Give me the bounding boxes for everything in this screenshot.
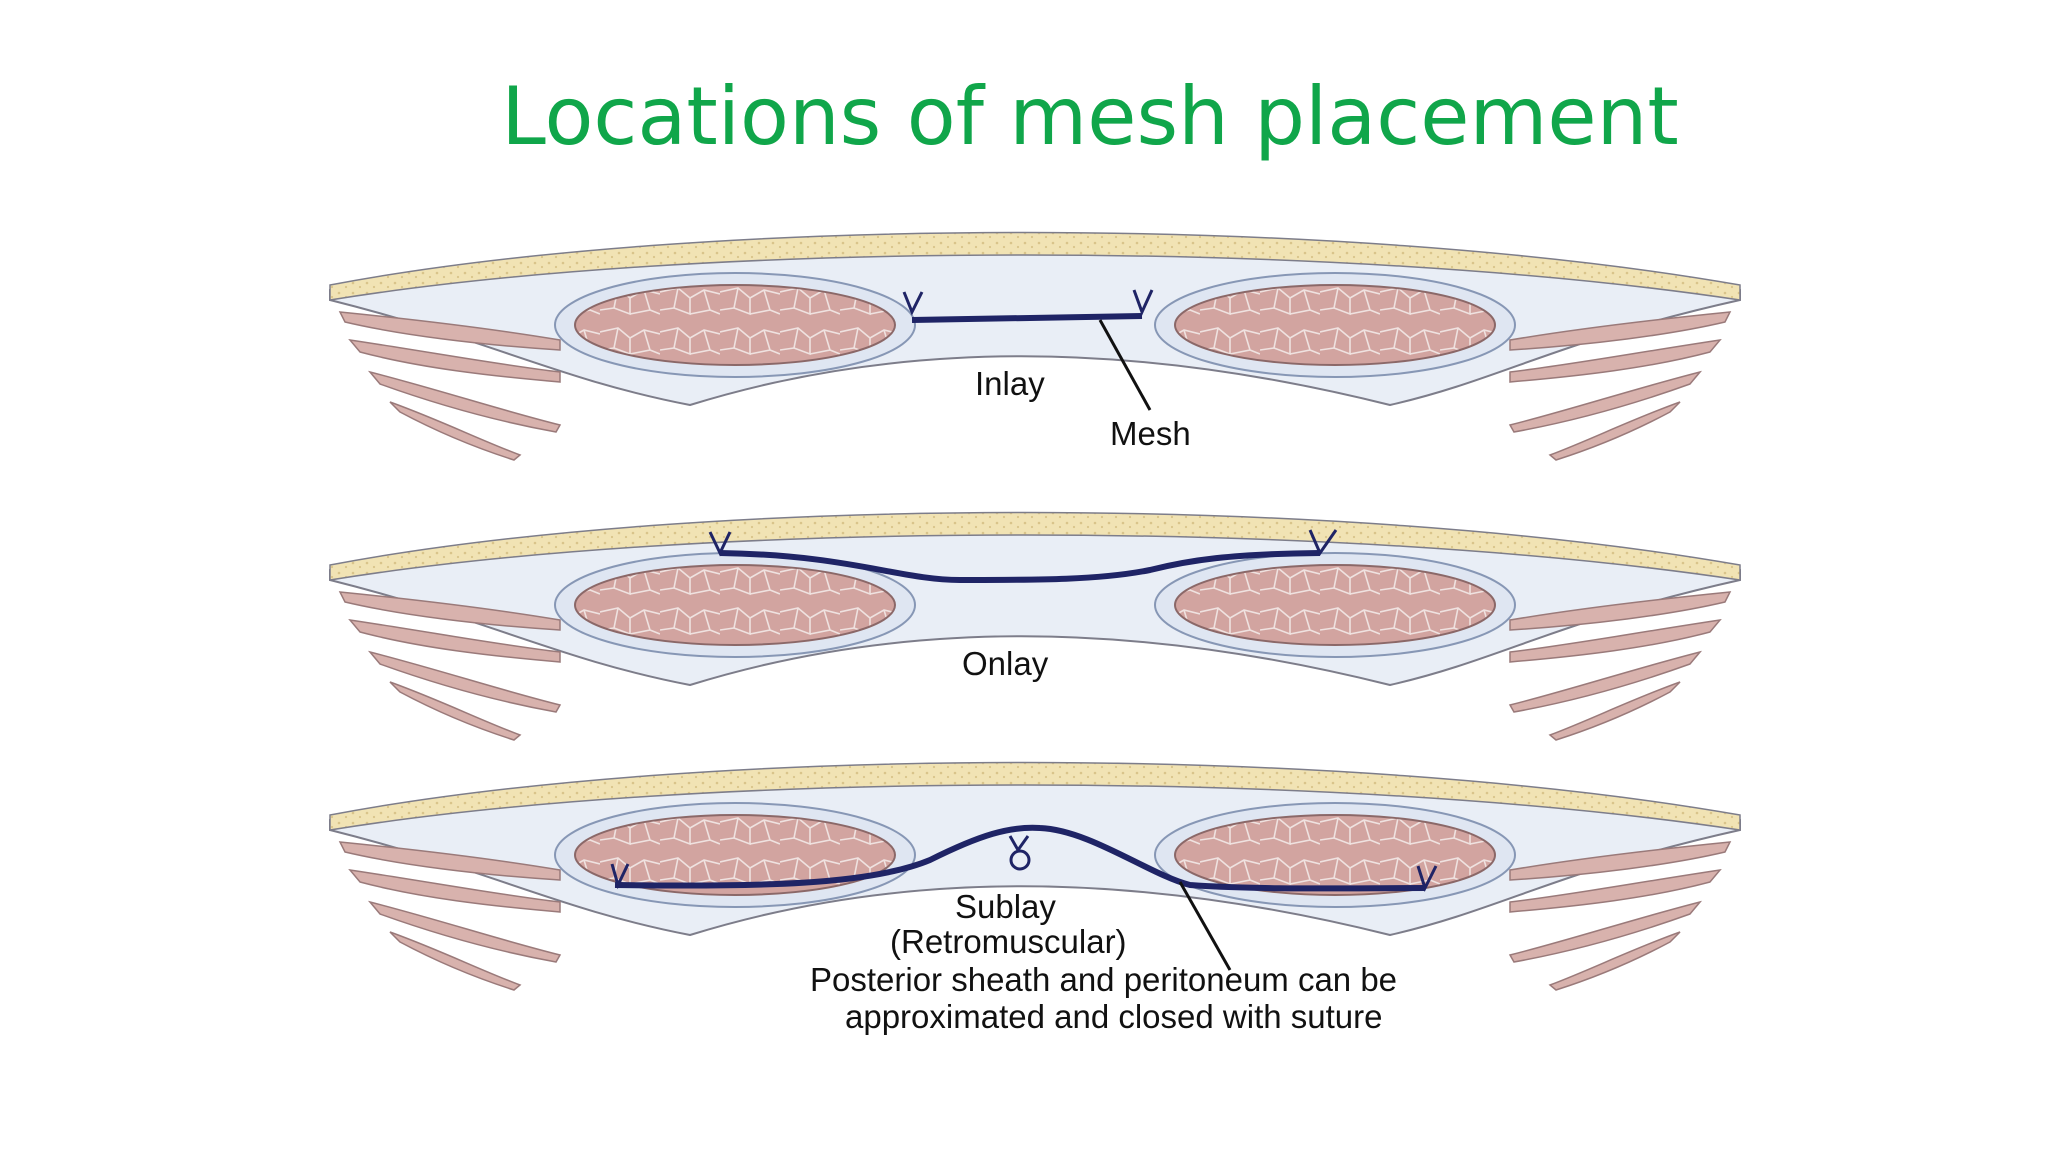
mesh-sublay — [614, 824, 1426, 892]
label-onlay: Onlay — [962, 645, 1049, 682]
lateral-muscles-right — [1508, 591, 1732, 741]
suture-icon — [902, 289, 1154, 316]
mesh-inlay — [911, 313, 1143, 323]
panel-sublay: Sublay (Retromuscular) Posterior sheath … — [329, 761, 1741, 1035]
label-retromuscular: (Retromuscular) — [890, 923, 1127, 960]
callout-line — [1178, 881, 1232, 971]
lateral-muscles-right — [1508, 841, 1732, 991]
lateral-muscles-left — [338, 311, 562, 461]
label-note-line2: approximated and closed with suture — [845, 998, 1382, 1035]
fat-layer — [329, 231, 1741, 301]
panel-inlay: Inlay Mesh — [329, 231, 1741, 461]
mesh-callout-line — [1098, 319, 1152, 411]
slide-title: Locations of mesh placement — [501, 70, 1679, 163]
suture-icon — [610, 835, 1438, 892]
rectus-muscle-left — [574, 284, 896, 366]
fat-layer — [329, 761, 1741, 831]
lateral-muscles-left — [338, 841, 562, 991]
rectus-muscle-right — [1174, 284, 1496, 366]
rectus-muscle-left — [574, 814, 896, 896]
fat-layer — [329, 511, 1741, 581]
label-inlay: Inlay — [975, 365, 1045, 402]
label-mesh: Mesh — [1110, 415, 1191, 452]
label-note-line1: Posterior sheath and peritoneum can be — [810, 961, 1397, 998]
panel-onlay: Onlay — [329, 511, 1741, 741]
suture-icon — [708, 529, 1338, 557]
mesh-onlay — [719, 550, 1321, 584]
lateral-muscles-left — [338, 591, 562, 741]
label-sublay: Sublay — [955, 888, 1056, 925]
rectus-muscle-left — [574, 564, 896, 646]
lateral-muscles-right — [1508, 311, 1732, 461]
rectus-muscle-right — [1174, 564, 1496, 646]
rectus-muscle-right — [1174, 814, 1496, 896]
